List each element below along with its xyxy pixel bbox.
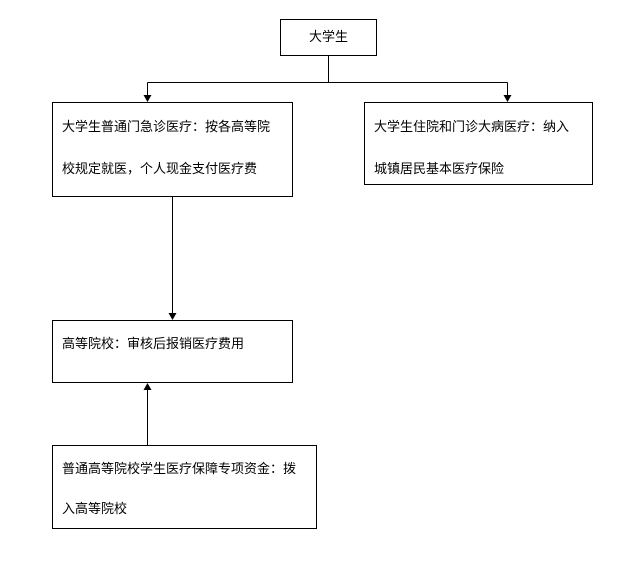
node-special-fund-line2: 入高等院校 bbox=[62, 502, 128, 517]
node-outpatient-care-line1: 大学生普通门急诊医疗：按各高等院 bbox=[62, 120, 271, 135]
node-outpatient-care: 大学生普通门急诊医疗：按各高等院 校规定就医，个人现金支付医疗费 bbox=[52, 102, 293, 197]
node-college-student: 大学生 bbox=[280, 19, 377, 56]
arrowhead-to-university-top bbox=[168, 313, 177, 320]
arrowhead-to-university-bottom bbox=[143, 383, 152, 390]
node-special-fund: 普通高等院校学生医疗保障专项资金：拨 入高等院校 bbox=[52, 445, 317, 529]
node-university-reimbursement-label: 高等院校：审核后报销医疗费用 bbox=[62, 337, 245, 352]
node-inpatient-care-line2: 城镇居民基本医疗保险 bbox=[374, 162, 505, 177]
node-college-student-label: 大学生 bbox=[308, 30, 348, 45]
arrowhead-to-outpatient bbox=[143, 95, 152, 102]
node-outpatient-care-line2: 校规定就医，个人现金支付医疗费 bbox=[62, 162, 258, 177]
node-inpatient-care: 大学生住院和门诊大病医疗：纳入 城镇居民基本医疗保险 bbox=[364, 102, 593, 185]
node-university-reimbursement: 高等院校：审核后报销医疗费用 bbox=[52, 320, 293, 383]
node-inpatient-care-line1: 大学生住院和门诊大病医疗：纳入 bbox=[374, 120, 570, 135]
arrowhead-to-inpatient bbox=[503, 95, 512, 102]
node-special-fund-line1: 普通高等院校学生医疗保障专项资金：拨 bbox=[62, 462, 297, 477]
